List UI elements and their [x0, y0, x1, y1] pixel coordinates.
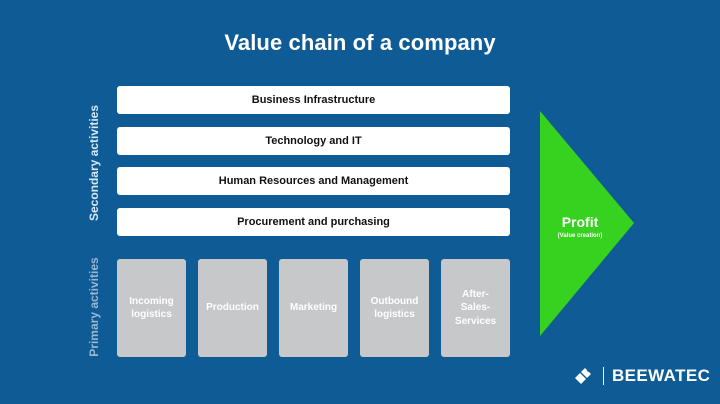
primary-activity-outbound-logistics-line-2: logistics: [374, 309, 415, 320]
secondary-activities-label: Secondary activities: [87, 104, 101, 222]
secondary-activity-business-infrastructure: Business Infrastructure: [117, 86, 510, 114]
primary-activity-production: Production: [198, 259, 267, 357]
primary-activity-production-line-1: Production: [206, 302, 259, 314]
primary-activity-incoming-logistics-line-1: Incoming: [129, 295, 174, 307]
primary-activity-after-sales-services-line-1: After-: [462, 288, 489, 300]
primary-activity-marketing: Marketing: [279, 259, 348, 357]
beewatec-logo-icon: [575, 368, 591, 384]
primary-activity-incoming-logistics: Incoming logistics: [117, 259, 186, 357]
secondary-activity-technology-and-it: Technology and IT: [117, 127, 510, 155]
primary-activity-after-sales-services-line-2: Sales-: [460, 302, 491, 314]
diagram-title: Value chain of a company: [224, 30, 496, 55]
brand-name: BEEWATEC: [612, 366, 711, 385]
primary-activity-marketing-line-1: Marketing: [289, 302, 338, 314]
logo-divider: [603, 367, 604, 385]
primary-activity-after-sales-services: After- Sales- Services: [441, 259, 510, 357]
primary-activity-after-sales-services-line-3: Services: [454, 315, 497, 327]
profit-triangle: [540, 111, 634, 336]
profit-title: Profit: [561, 214, 599, 230]
brand-logo: BEEWATEC: [571, 363, 710, 389]
secondary-activity-procurement: Procurement and purchasing: [117, 208, 510, 236]
secondary-activity-human-resources: Human Resources and Management: [117, 167, 510, 195]
primary-activity-outbound-logistics-line-1: Outbound: [370, 295, 419, 307]
primary-activity-outbound-logistics: Outbound logistics: [360, 259, 429, 357]
primary-activity-incoming-logistics-line-2: logistics: [131, 309, 172, 320]
profit-subtitle: (Value creation): [557, 233, 603, 239]
primary-activities-label: Primary activities: [87, 257, 101, 357]
